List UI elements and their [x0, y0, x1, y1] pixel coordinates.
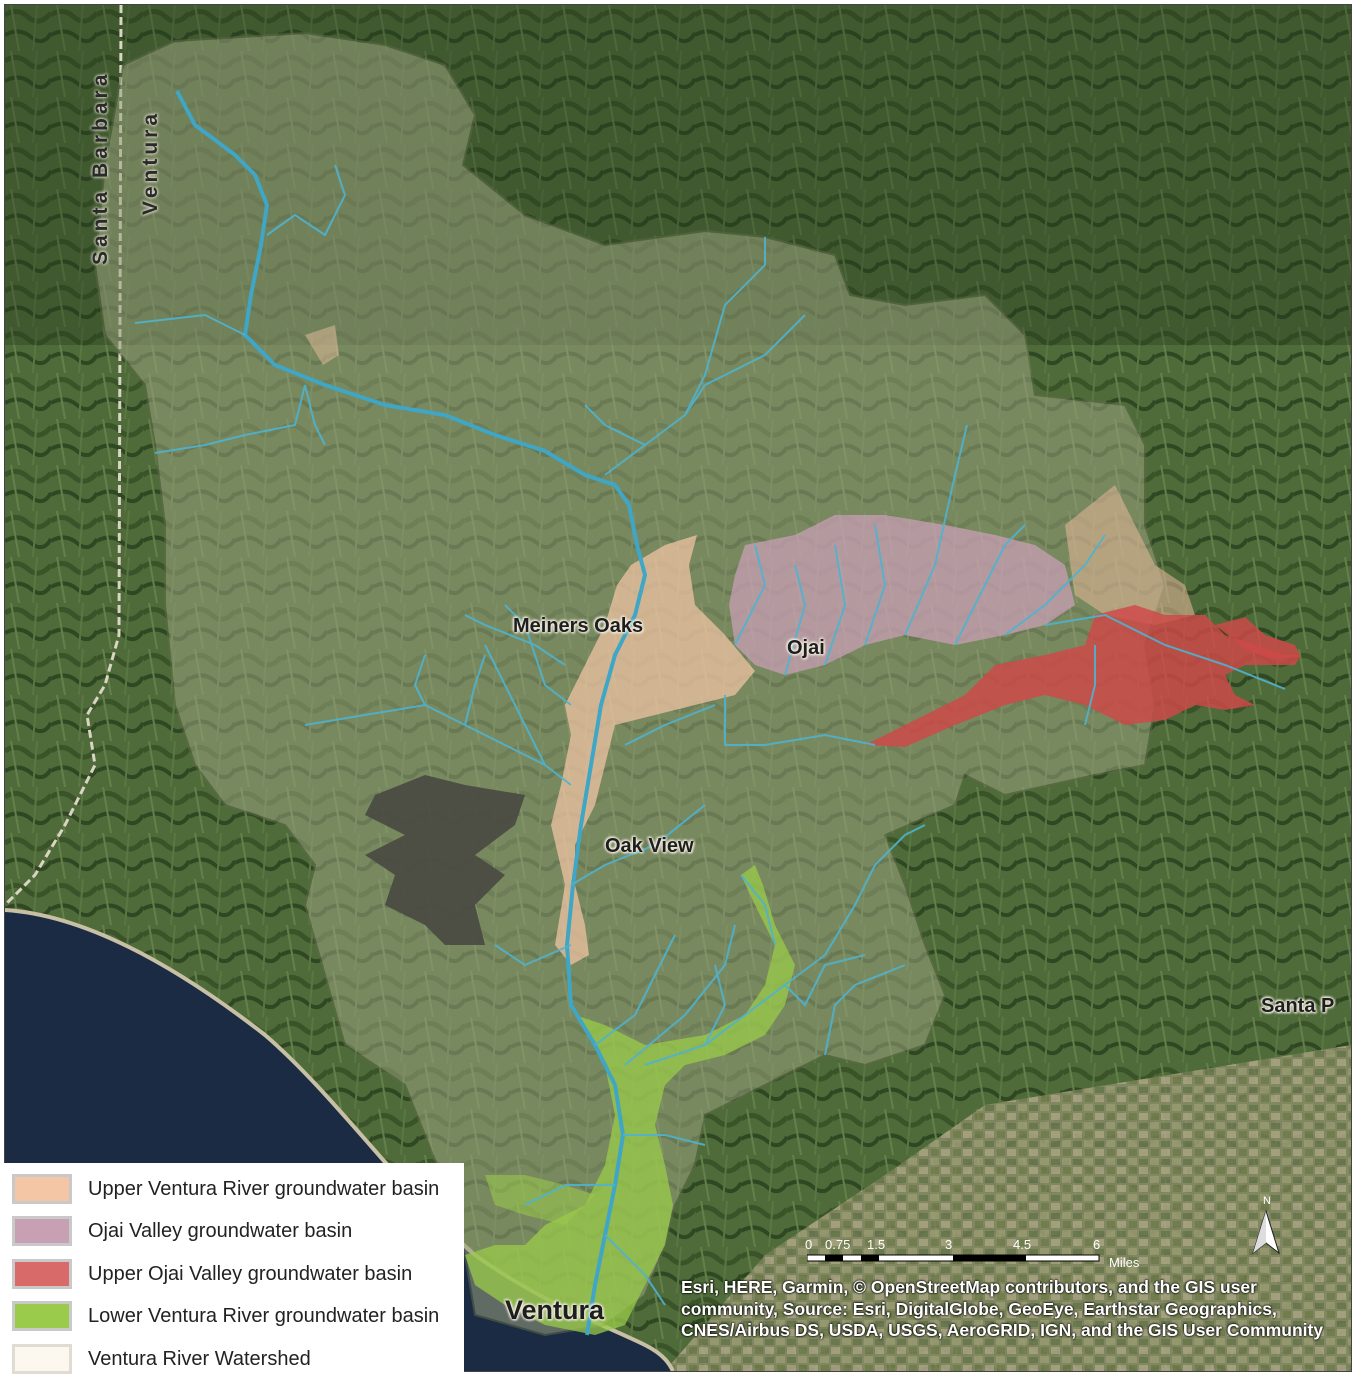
legend-swatch-lower-ventura [12, 1301, 72, 1331]
legend-item-watershed[interactable]: Ventura River Watershed [12, 1339, 311, 1379]
basin-upper-ventura[interactable] [551, 535, 755, 965]
legend-swatch-upper-ventura [12, 1174, 72, 1204]
north-arrow: N [1249, 1195, 1283, 1259]
basin-upper-ventura-upper-patch [305, 325, 339, 365]
legend-item-upper-ventura[interactable]: Upper Ventura River groundwater basin [12, 1169, 439, 1209]
legend-item-lower-ventura[interactable]: Lower Ventura River groundwater basin [12, 1296, 439, 1336]
legend-label-upper-ventura: Upper Ventura River groundwater basin [88, 1177, 440, 1200]
basin-upper-ojai-valley[interactable] [865, 605, 1301, 747]
scale-unit: Miles [1109, 1255, 1140, 1270]
scale-tick-0: 0 [805, 1237, 813, 1252]
streams [134, 164, 1286, 1306]
county-label-santa-barbara: Santa Barbara [89, 70, 112, 265]
lake-casitas [365, 775, 525, 945]
legend-swatch-watershed [12, 1344, 72, 1374]
legend-item-upper-ojai-valley[interactable]: Upper Ojai Valley groundwater basin [12, 1254, 412, 1294]
place-label-ojai: Ojai [787, 637, 825, 659]
scale-tick-6: 6 [1093, 1237, 1101, 1252]
place-label-santa-paula: Santa P [1261, 995, 1335, 1017]
map-legend: Upper Ventura River groundwater basin Oj… [4, 1163, 464, 1374]
basin-ojai-valley[interactable] [729, 515, 1075, 675]
scale-tick-45: 4.5 [1013, 1237, 1032, 1252]
basin-lower-ventura[interactable] [465, 865, 795, 1335]
legend-swatch-upper-ojai-valley [12, 1259, 72, 1289]
place-label-oak-view: Oak View [605, 835, 694, 857]
place-label-ventura: Ventura [505, 1295, 605, 1325]
ventura-river-main [175, 90, 648, 1336]
north-arrow-letter: N [1263, 1195, 1271, 1207]
county-line [5, 5, 123, 907]
place-label-meiners-oaks: Meiners Oaks [513, 615, 644, 637]
basin-upper-ojai-east-lobe [1215, 617, 1301, 659]
legend-label-watershed: Ventura River Watershed [88, 1347, 311, 1370]
scale-tick-15: 1.5 [867, 1237, 886, 1252]
legend-label-ojai-valley: Ojai Valley groundwater basin [88, 1219, 353, 1242]
ojai-east-peach-patch [1065, 485, 1195, 625]
basin-lower-ventura-west-arm [485, 1175, 595, 1225]
legend-swatch-ojai-valley [12, 1216, 72, 1246]
legend-item-ojai-valley[interactable]: Ojai Valley groundwater basin [12, 1211, 352, 1251]
legend-label-lower-ventura: Lower Ventura River groundwater basin [88, 1304, 440, 1327]
north-arrow-icon [1252, 1209, 1280, 1255]
scale-tick-075: 0.75 [825, 1237, 851, 1252]
scale-bar-graphic [807, 1254, 1100, 1262]
county-label-ventura: Ventura [139, 109, 162, 215]
legend-label-upper-ojai-valley: Upper Ojai Valley groundwater basin [88, 1262, 413, 1285]
scale-tick-3: 3 [945, 1237, 953, 1252]
map-attribution: Esri, HERE, Garmin, © OpenStreetMap cont… [681, 1277, 1324, 1340]
farmland [665, 1045, 1351, 1371]
